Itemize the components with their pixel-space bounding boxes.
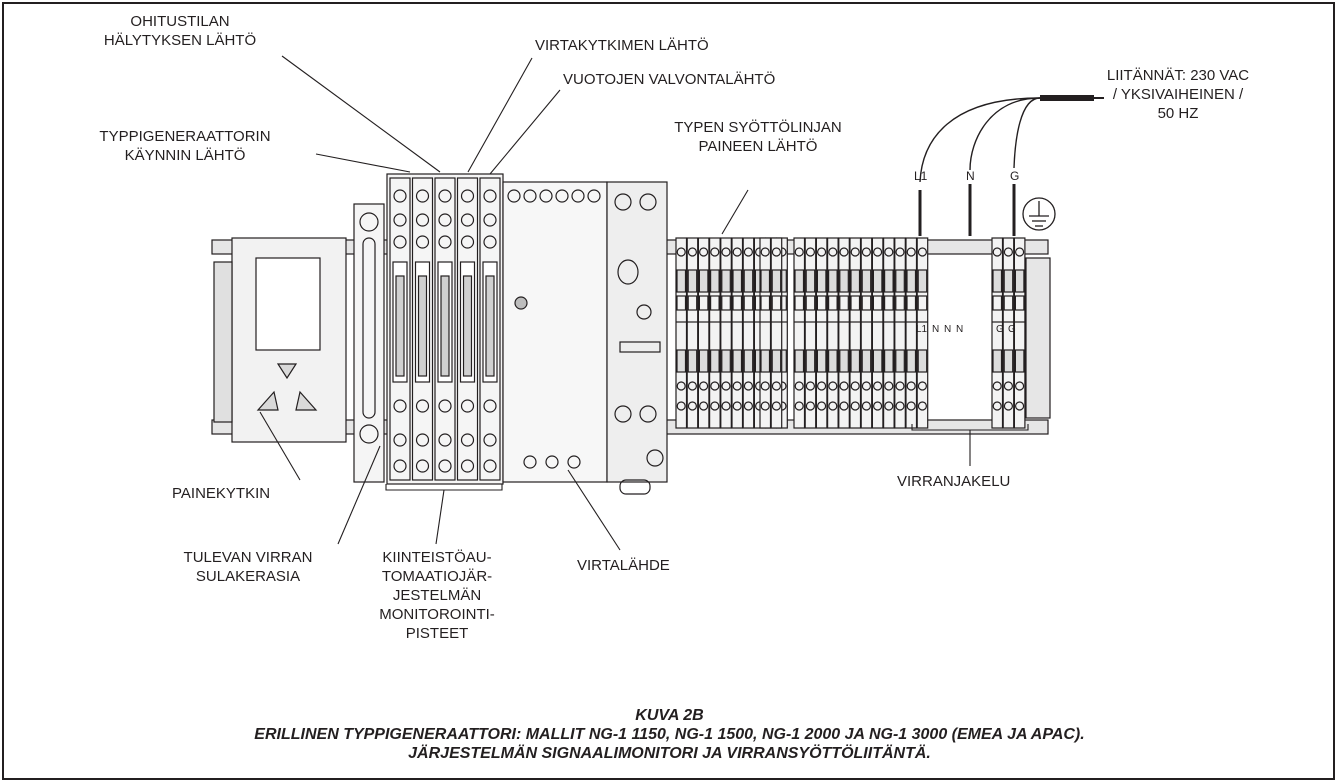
terminal-mark: L1 xyxy=(916,324,928,335)
figure-caption: KUVA 2B ERILLINEN TYPPIGENERAATTORI: MAL… xyxy=(0,706,1339,763)
wire-label-l1: L1 xyxy=(914,169,928,183)
power-supply-unit xyxy=(502,181,654,483)
terminal-mark: N xyxy=(956,324,963,335)
ground-icon xyxy=(1022,197,1056,231)
fuse-box-unit xyxy=(353,203,385,483)
supply-cable xyxy=(918,95,1104,236)
terminal-mark: N xyxy=(932,324,939,335)
pressure-switch-unit xyxy=(213,237,347,443)
caption-title: KUVA 2B xyxy=(635,707,704,724)
label-power-switch-output: VIRTAKYTKIMEN LÄHTÖ xyxy=(535,37,709,54)
wire-label-n: N xyxy=(966,169,975,183)
leader-lines xyxy=(259,55,1029,551)
terminal-blocks xyxy=(675,237,1051,429)
caption-description: JÄRJESTELMÄN SIGNAALIMONITORI JA VIRRANS… xyxy=(408,745,931,762)
power-supply-side-module xyxy=(606,181,668,495)
label-power-supply: VIRTALÄHDE xyxy=(577,557,670,574)
wire-label-g: G xyxy=(1010,169,1019,183)
label-connections: LIITÄNNÄT: 230 VAC/ YKSIVAIHEINEN /50 HZ xyxy=(1106,67,1250,122)
terminal-mark: N xyxy=(944,324,951,335)
terminal-mark: G xyxy=(1008,324,1016,335)
label-leak-monitor-output: VUOTOJEN VALVONTALÄHTÖ xyxy=(563,71,776,88)
caption-subtitle: ERILLINEN TYPPIGENERAATTORI: MALLIT NG-1… xyxy=(254,726,1085,743)
label-pressure-switch: PAINEKYTKIN xyxy=(172,485,271,502)
relay-block xyxy=(386,173,504,485)
terminal-mark: G xyxy=(996,324,1004,335)
label-power-distribution: VIRRANJAKELU xyxy=(897,473,1011,490)
